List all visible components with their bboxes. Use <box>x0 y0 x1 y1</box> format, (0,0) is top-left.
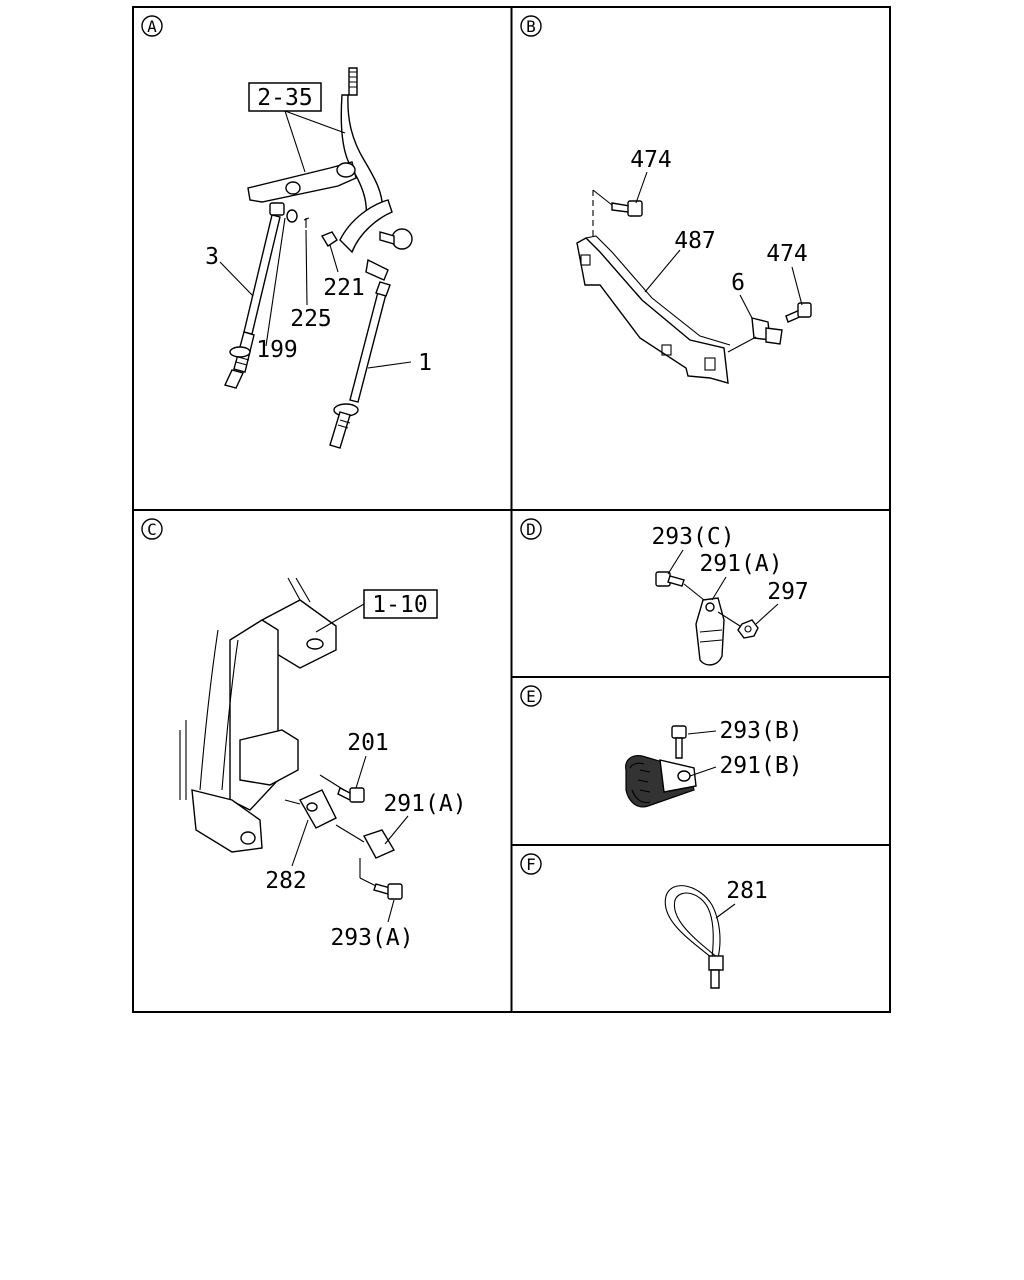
callout-291a-d: 291(A) <box>699 551 782 577</box>
callout-201: 201 <box>347 730 389 756</box>
panel-c-callouts: 1-10 201 291(A) 282 293(A) <box>265 589 467 951</box>
panel-c-marker: C <box>141 518 163 540</box>
callout-291b: 291(B) <box>719 753 802 779</box>
panel-d-letter: D <box>526 520 536 539</box>
callout-282: 282 <box>265 868 307 894</box>
clamp-d-drawing <box>655 571 759 666</box>
ref-1-10: 1-10 <box>372 592 427 618</box>
callout-6: 6 <box>731 270 745 296</box>
panel-e: E 293(B) 291(B) <box>520 685 803 808</box>
callout-474-top: 474 <box>630 147 672 173</box>
panel-a: A <box>141 15 432 449</box>
callout-293b: 293(B) <box>719 718 802 744</box>
cable-tie-drawing <box>664 885 724 989</box>
callout-474-right: 474 <box>766 241 808 267</box>
ref-box-1-10 <box>363 589 438 619</box>
panel-d-marker: D <box>520 518 542 540</box>
callout-199: 199 <box>256 337 298 363</box>
panel-f-marker: F <box>520 853 542 875</box>
callout-293a: 293(A) <box>330 925 413 951</box>
panel-f: F 281 <box>520 853 768 989</box>
panel-e-callouts: 293(B) 291(B) <box>687 718 803 779</box>
clamp-e-drawing <box>625 725 697 808</box>
callout-1: 1 <box>418 350 432 376</box>
panel-a-letter: A <box>147 17 157 36</box>
callout-225: 225 <box>290 306 332 332</box>
panel-c-letter: C <box>147 520 157 539</box>
panel-b-letter: B <box>526 17 536 36</box>
diagram-frame <box>132 6 891 1013</box>
callout-221: 221 <box>323 275 365 301</box>
callout-297: 297 <box>767 579 809 605</box>
panel-e-letter: E <box>526 687 536 706</box>
panel-d-callouts: 293(C) 291(A) 297 <box>651 524 809 625</box>
panel-b: B 474 487 474 <box>520 15 812 384</box>
ref-2-35: 2-35 <box>257 85 312 111</box>
panel-c: C <box>141 518 467 951</box>
frame-mount-drawing <box>179 577 403 900</box>
panel-b-callouts: 474 487 474 6 <box>630 147 808 319</box>
panel-a-callouts: 2-35 3 199 225 221 1 <box>205 82 432 376</box>
callout-487: 487 <box>674 228 716 254</box>
panel-d: D 293(C) 291(A) 297 <box>520 518 809 666</box>
panel-e-marker: E <box>520 685 542 707</box>
callout-281: 281 <box>726 878 768 904</box>
panel-a-marker: A <box>141 15 163 37</box>
panel-b-marker: B <box>520 15 542 37</box>
shift-lever-drawing <box>224 67 413 449</box>
callout-293c: 293(C) <box>651 524 734 550</box>
panel-f-letter: F <box>526 855 536 874</box>
panel-f-callouts: 281 <box>715 878 768 919</box>
callout-291a-c: 291(A) <box>383 791 466 817</box>
bracket-drawing <box>576 189 812 384</box>
callout-3: 3 <box>205 244 219 270</box>
